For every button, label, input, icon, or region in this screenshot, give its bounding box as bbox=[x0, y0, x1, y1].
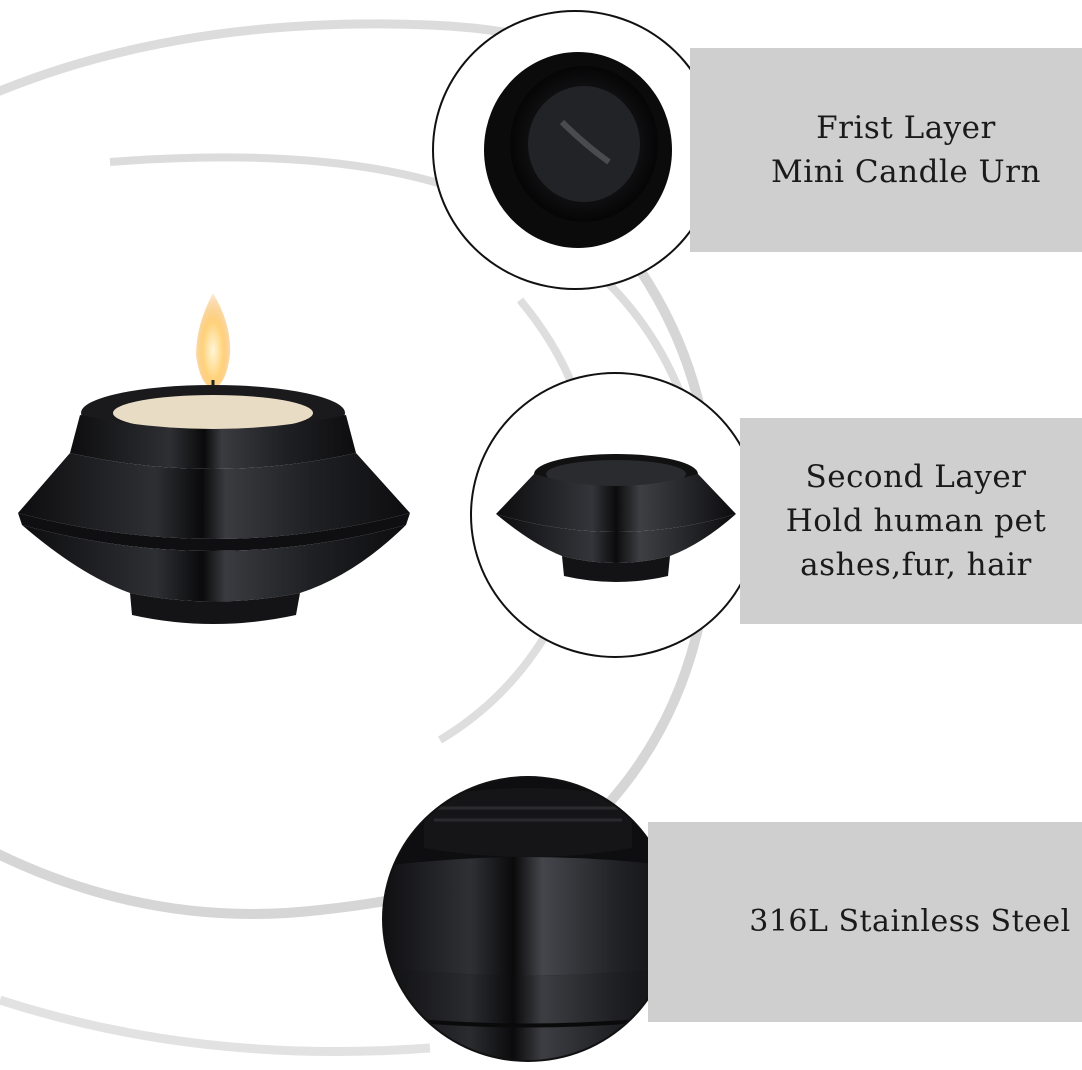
second-layer-desc-1: Hold human pet bbox=[785, 503, 1047, 539]
urn-middle-section-icon bbox=[496, 454, 736, 582]
second-layer-panel: Second Layer Hold human pet ashes,fur, h… bbox=[740, 418, 1082, 624]
material-label: 316L Stainless Steel bbox=[749, 904, 1071, 939]
second-layer-title: Second Layer bbox=[805, 459, 1027, 495]
first-layer-circle bbox=[432, 10, 718, 290]
second-layer-circle bbox=[470, 372, 760, 658]
third-layer-circle bbox=[382, 776, 674, 1062]
urn-body-closeup-icon bbox=[384, 778, 672, 1060]
first-layer-panel: Frist Layer Mini Candle Urn bbox=[690, 48, 1082, 252]
candle-cup-top-view-icon bbox=[484, 52, 672, 248]
second-layer-desc-2: ashes,fur, hair bbox=[800, 547, 1032, 583]
first-layer-title: Frist Layer bbox=[816, 110, 996, 146]
candle-urn-image bbox=[18, 293, 410, 624]
material-panel: 316L Stainless Steel bbox=[648, 822, 1082, 1022]
first-layer-desc: Mini Candle Urn bbox=[771, 154, 1041, 190]
